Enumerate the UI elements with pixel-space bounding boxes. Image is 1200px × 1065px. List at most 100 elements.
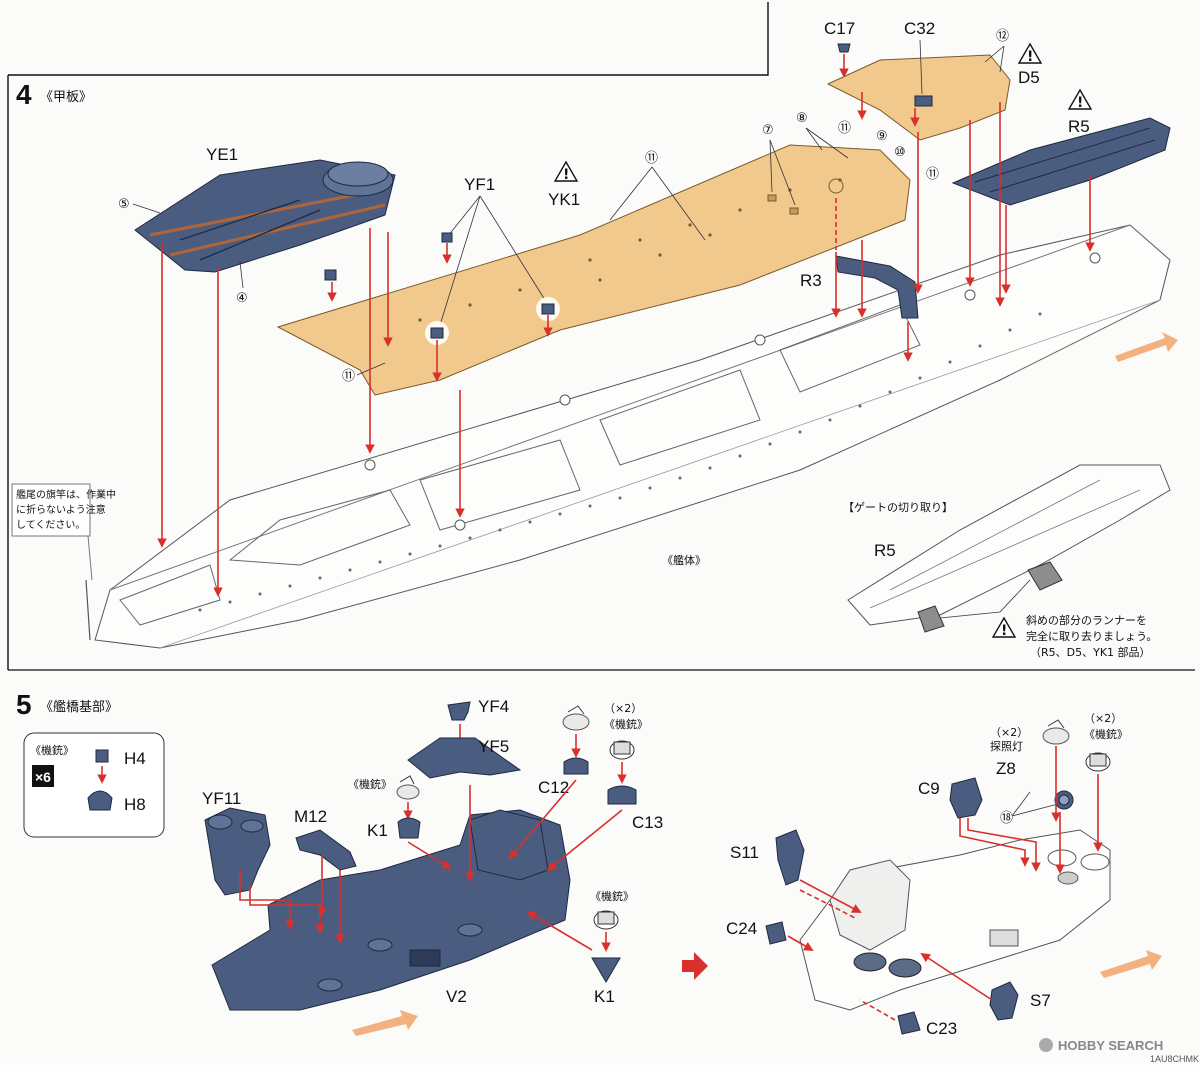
label-r3: R3: [800, 271, 822, 290]
mg-label-b: 《機銃》: [604, 717, 648, 731]
motion-arrow-step5-left: [352, 1010, 418, 1036]
yf1-leader-lines: [439, 195, 546, 326]
assembled-bridge-base: [799, 829, 1111, 1011]
searchlight-label: 探照灯: [990, 740, 1023, 753]
motion-arrow-step4: [1115, 332, 1178, 362]
part-c24: [765, 921, 787, 945]
mg-box-multiplier: ×6: [35, 769, 51, 785]
mg-box: 《機銃》 ×6 H4 H8: [23, 732, 165, 838]
part-z8-searchlight: [1054, 790, 1074, 810]
circled-11-b: ⑪: [645, 151, 658, 166]
label-k1-a: K1: [367, 821, 388, 840]
watermark-code: 1AU8CHMK: [1150, 1054, 1199, 1064]
label-c23: C23: [926, 1019, 957, 1038]
label-k1-b: K1: [594, 987, 615, 1006]
machine-gun-c: [609, 740, 635, 760]
label-h8: H8: [124, 795, 146, 814]
warning-icon-r5: !: [1067, 88, 1093, 111]
label-v2: V2: [446, 987, 467, 1006]
step4-number: 4: [16, 79, 32, 110]
yf1-parts: [324, 232, 560, 345]
step4-title: 《甲板》: [40, 90, 92, 105]
mg-box-title: 《機銃》: [30, 743, 74, 757]
step4-arrows: [157, 92, 1095, 597]
gate-inset-drawing: [847, 464, 1171, 633]
circled-8: ⑧: [796, 111, 808, 126]
part-s11: [775, 829, 805, 886]
step4-frame-top: [8, 2, 769, 76]
circled-18: ⑱: [1000, 811, 1013, 826]
watermark-logo: HOBBY SEARCH: [1058, 1038, 1163, 1053]
step5-right-arrows: [787, 746, 1103, 1021]
machine-gun-f: [1085, 752, 1111, 772]
mg-label-c: 《機銃》: [590, 889, 634, 903]
label-c12: C12: [538, 778, 569, 797]
flag-note-line-1: 艦尾の旗竿は、作業中: [16, 488, 116, 501]
label-c32: C32: [904, 19, 935, 38]
machine-gun-a: [396, 775, 420, 800]
label-yf5: YF5: [478, 737, 509, 756]
machine-gun-d: [593, 910, 619, 930]
step-transition-arrow: [682, 952, 708, 980]
part-c17: [837, 43, 851, 53]
label-m12: M12: [294, 807, 327, 826]
circled-10: ⑩: [894, 145, 906, 160]
part-ye1: [134, 159, 396, 273]
circled-4: ④: [236, 291, 248, 306]
label-yf1: YF1: [464, 175, 495, 194]
part-r3: [835, 255, 919, 319]
circled-5: ⑤: [118, 197, 130, 212]
part-k1-a: [397, 817, 421, 839]
part-c13: [607, 785, 637, 805]
mg-label-a: 《機銃》: [348, 777, 392, 791]
flag-note-callout: 艦尾の旗竿は、作業中 に折らないよう注意 してください。: [11, 483, 116, 581]
label-yf11: YF11: [202, 789, 241, 808]
gate-note-line-1: 斜めの部分のランナーを: [1026, 613, 1147, 627]
hull-label: 《艦体》: [662, 553, 706, 567]
part-yf4: [447, 701, 471, 721]
part-s7: [989, 981, 1019, 1021]
circled-11-d: ⑪: [926, 167, 939, 182]
hull-drawing: [85, 224, 1171, 649]
svg-text:!: !: [1001, 623, 1007, 639]
motion-arrow-step5-right: [1100, 950, 1162, 978]
part-c9: [949, 777, 983, 819]
step5-title: 《艦橋基部》: [40, 700, 118, 715]
svg-text:!: !: [1027, 49, 1033, 65]
circled-11-c: ⑪: [838, 121, 851, 136]
circled-9: ⑨: [876, 129, 888, 144]
x2-label-c: （×2）: [1084, 712, 1122, 725]
gate-title: 【ゲートの切り取り】: [843, 501, 953, 514]
label-c17: C17: [824, 19, 855, 38]
mg-label-d: 《機銃》: [1084, 727, 1128, 741]
label-d5: D5: [1018, 68, 1040, 87]
svg-text:!: !: [563, 167, 569, 183]
part-v2-base: [211, 809, 571, 1011]
part-r5: [951, 117, 1171, 206]
svg-text:!: !: [1077, 95, 1083, 111]
label-c9: C9: [918, 779, 940, 798]
part-c23: [897, 1011, 921, 1035]
part-k1-b: [591, 957, 621, 983]
part-yf11: [204, 807, 271, 896]
label-h4: H4: [124, 749, 146, 768]
x2-label-a: （×2）: [604, 702, 642, 715]
hobby-search-logo-icon: [1039, 1038, 1053, 1052]
label-ye1: YE1: [206, 145, 238, 164]
machine-gun-b: [562, 705, 590, 731]
circled-11-a: ⑪: [342, 369, 355, 384]
circled-7: ⑦: [762, 123, 774, 138]
gate-note-line-2: 完全に取り去りましょう。: [1026, 629, 1157, 643]
label-s11: S11: [730, 843, 759, 862]
part-m12: [295, 829, 357, 871]
step5-number: 5: [16, 689, 32, 720]
warning-icon-yk1: !: [553, 160, 579, 183]
gate-note-line-3: （R5、D5、YK1 部品）: [1030, 645, 1151, 659]
label-s7: S7: [1030, 991, 1051, 1010]
part-c12: [563, 757, 589, 775]
part-d5: [826, 54, 1011, 141]
warning-icon-gate: !: [991, 616, 1017, 639]
label-yk1: YK1: [548, 190, 580, 209]
